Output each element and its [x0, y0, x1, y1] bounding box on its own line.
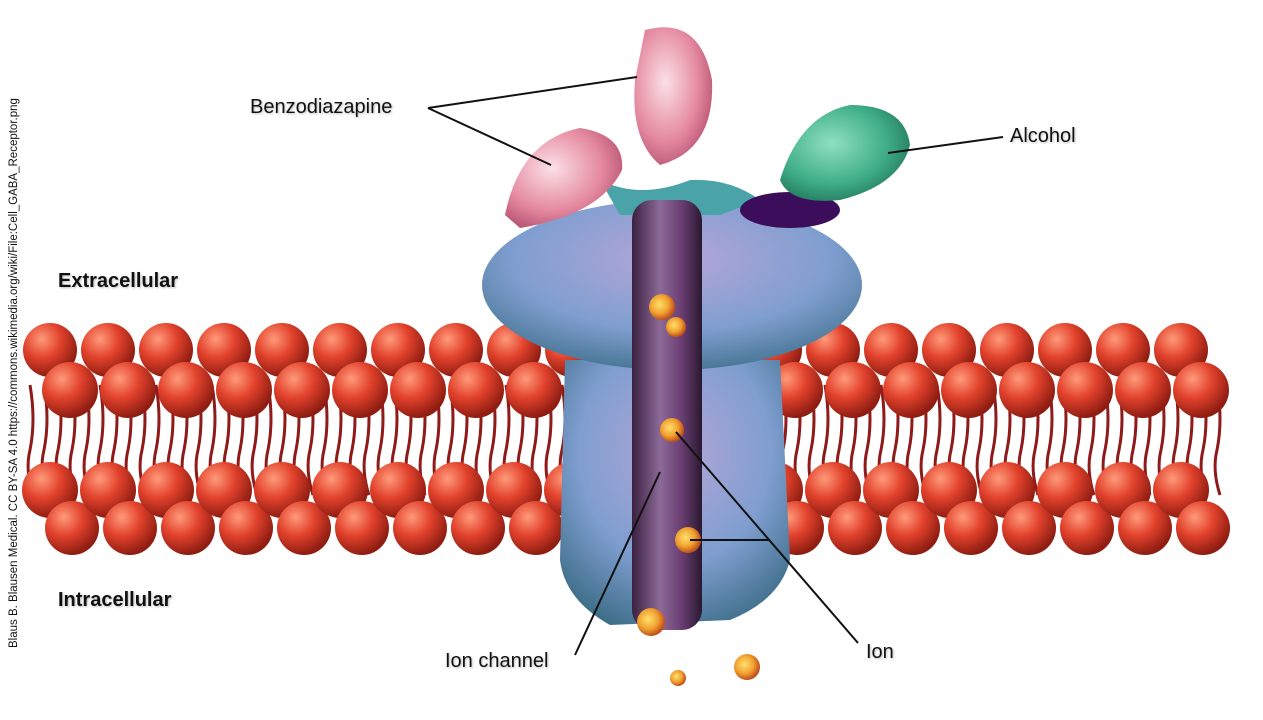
lipid-head	[219, 501, 273, 555]
lipid-head	[941, 362, 997, 418]
ion	[666, 317, 686, 337]
lipid-head	[509, 501, 563, 555]
lipid-head	[393, 501, 447, 555]
lipid-head	[390, 362, 446, 418]
lipid-head	[825, 362, 881, 418]
benzodiazepine-label: Benzodiazapine	[250, 96, 393, 118]
receptor-protein	[482, 179, 862, 630]
lipid-head	[1115, 362, 1171, 418]
lipid-head	[158, 362, 214, 418]
lipid-head	[103, 501, 157, 555]
ion	[675, 527, 701, 553]
ion	[660, 418, 684, 442]
alcohol-molecule	[780, 105, 910, 201]
ion	[637, 608, 665, 636]
lipid-head	[1002, 501, 1056, 555]
lipid-head	[1060, 501, 1114, 555]
lipid-head	[332, 362, 388, 418]
label-leader-lines	[427, 76, 1004, 656]
intracellular-label: Intracellular	[58, 589, 172, 611]
ion-channel-label: Ion channel	[445, 650, 549, 672]
lipid-head	[506, 362, 562, 418]
lipid-head	[828, 501, 882, 555]
image-credit: Blaus B. Blausen Medical. CC BY-SA 4.0 h…	[8, 98, 20, 648]
lipid-head	[1118, 501, 1172, 555]
alcohol-label: Alcohol	[1010, 125, 1076, 147]
lipid-head	[999, 362, 1055, 418]
lipid-head	[886, 501, 940, 555]
lipid-head	[277, 501, 331, 555]
lipid-head	[216, 362, 272, 418]
ion-label: Ion	[866, 641, 894, 663]
ion	[670, 670, 686, 686]
benzodiazepine-molecules	[505, 27, 713, 228]
lipid-head	[42, 362, 98, 418]
lipid-head	[448, 362, 504, 418]
lipid-head	[1173, 362, 1229, 418]
extracellular-label: Extracellular	[58, 270, 179, 292]
lipid-head	[274, 362, 330, 418]
ion	[734, 654, 760, 680]
lipid-head	[451, 501, 505, 555]
lipid-head	[944, 501, 998, 555]
lipid-head	[883, 362, 939, 418]
lipid-head	[45, 501, 99, 555]
lipid-head	[161, 501, 215, 555]
lipid-head	[100, 362, 156, 418]
ions	[637, 294, 760, 686]
ion-channel	[632, 200, 702, 630]
ion	[649, 294, 675, 320]
lipid-head	[1057, 362, 1113, 418]
lipid-head	[1176, 501, 1230, 555]
lipid-head	[335, 501, 389, 555]
